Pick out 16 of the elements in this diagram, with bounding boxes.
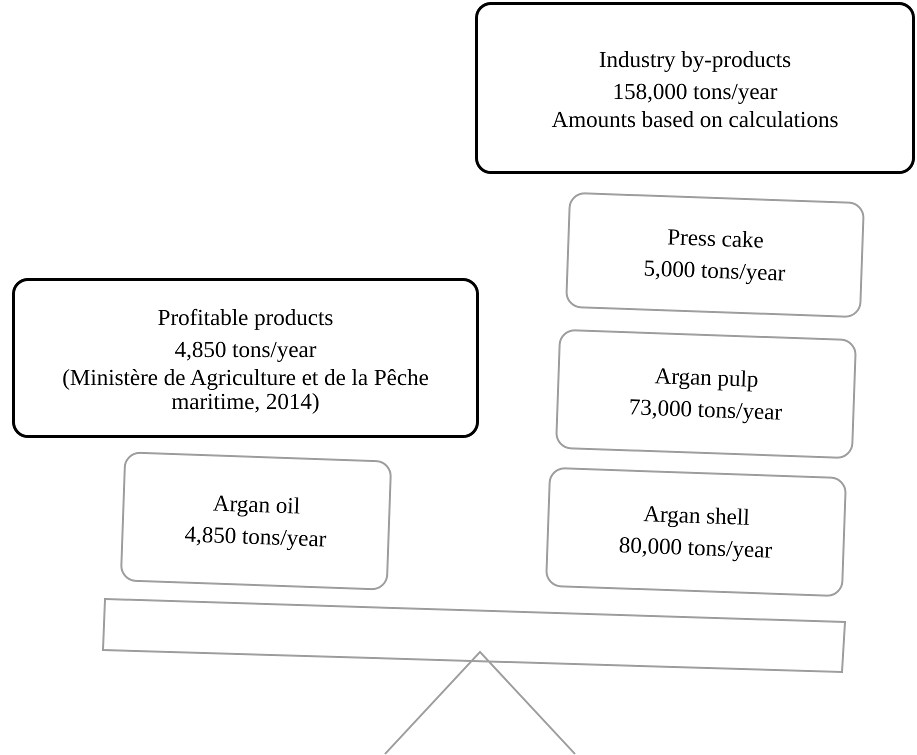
category-box (475, 2, 915, 174)
amount-text: 4,850 tons/year (184, 520, 327, 554)
box-title: Profitable products (158, 304, 334, 332)
amount-text: 73,000 tons/year (628, 393, 783, 427)
amount-text: 158,000 tons/year (612, 78, 778, 106)
amount-text: 4,850 tons/year (174, 336, 316, 364)
note-text: (Ministère de Agriculture et de la Pêche maritime, 2014) (61, 366, 430, 414)
amount-text: 5,000 tons/year (643, 254, 786, 288)
box-title: Press cake (666, 223, 764, 254)
amount-text: 80,000 tons/year (618, 531, 773, 565)
box-title: Argan pulp (654, 362, 759, 394)
box-title: Argan shell (642, 500, 750, 532)
category-box (12, 278, 479, 438)
box-title: Industry by-products (598, 46, 792, 74)
note-text: Amounts based on calculations (552, 108, 838, 132)
box-title: Argan oil (212, 489, 301, 520)
